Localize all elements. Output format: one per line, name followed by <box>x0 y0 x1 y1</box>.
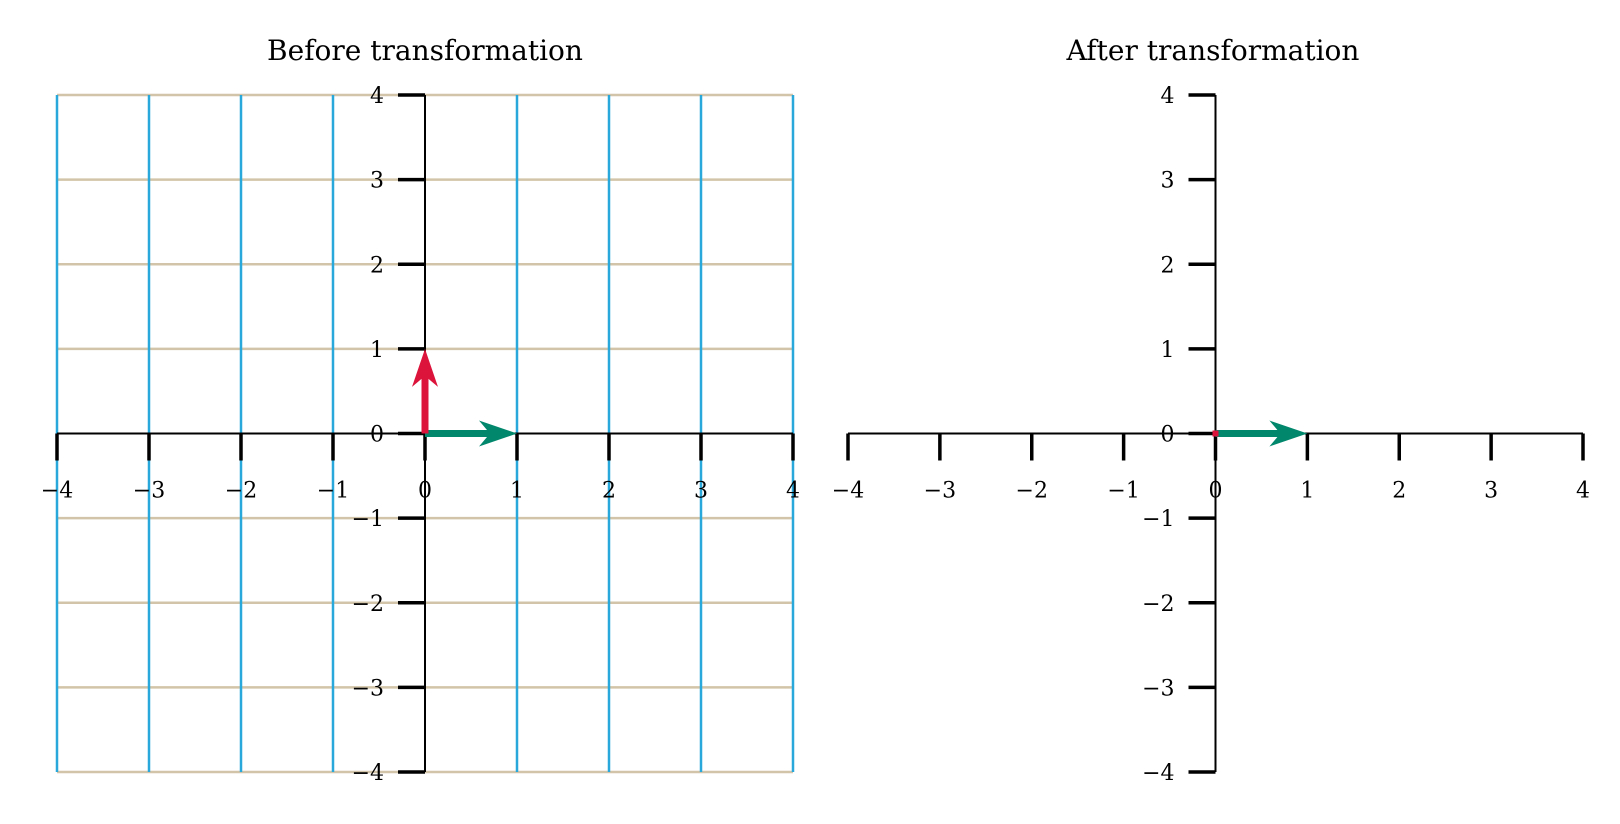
y-tick-label: 3 <box>370 169 384 194</box>
y-tick-label: −3 <box>352 676 384 701</box>
x-tick-label: 3 <box>694 479 708 504</box>
y-tick-label: −1 <box>1142 507 1174 532</box>
vector-zero-mark <box>1212 430 1219 437</box>
panel-before: Before transformation −4 −3 −2 −1 0 1 2 3 4 −4 −3 −… <box>41 34 800 786</box>
y-tick-label: 2 <box>1161 253 1175 278</box>
x-tick-label: −4 <box>832 479 864 504</box>
y-tick-label: 2 <box>370 253 384 278</box>
y-tick-label: 0 <box>1161 423 1175 448</box>
x-tick-label: −3 <box>133 479 165 504</box>
x-tick-label: 0 <box>418 479 432 504</box>
x-tick-label: −1 <box>317 479 349 504</box>
x-tick-label: 4 <box>1576 479 1590 504</box>
y-tick-label: 4 <box>1161 84 1175 109</box>
x-tick-label: −1 <box>1107 479 1139 504</box>
y-tick-label: −4 <box>352 761 384 786</box>
x-tick-label: 2 <box>1392 479 1406 504</box>
y-tick-label: −2 <box>1142 592 1174 617</box>
y-tick-label: 1 <box>370 338 384 363</box>
x-tick-label: −2 <box>225 479 257 504</box>
x-tick-label: −3 <box>924 479 956 504</box>
x-tick-label: −2 <box>1016 479 1048 504</box>
panel-title-after: After transformation <box>1066 34 1360 67</box>
x-tick-label: 1 <box>1300 479 1314 504</box>
vector-arrow <box>425 420 517 447</box>
y-tick-label: −3 <box>1142 676 1174 701</box>
y-tick-label: 1 <box>1161 338 1175 363</box>
x-tick-label: 1 <box>510 479 524 504</box>
x-tick-label: 3 <box>1484 479 1498 504</box>
y-tick-label: 3 <box>1161 169 1175 194</box>
x-tick-label: −4 <box>41 479 73 504</box>
y-tick-label: −2 <box>352 592 384 617</box>
y-tick-label: −1 <box>352 507 384 532</box>
x-tick-label: 0 <box>1209 479 1223 504</box>
panel-after: After transformation −4 −3 −2 −1 0 1 2 3 4 −4 −3 −2… <box>832 34 1590 786</box>
x-tick-label: 4 <box>786 479 800 504</box>
y-tick-label: −4 <box>1142 761 1174 786</box>
vector-arrow <box>412 348 438 434</box>
vector-arrow <box>1215 420 1308 447</box>
y-tick-label: 4 <box>370 84 384 109</box>
y-tick-label: 0 <box>370 423 384 448</box>
x-tick-label: 2 <box>602 479 616 504</box>
panel-title-before: Before transformation <box>267 34 583 67</box>
